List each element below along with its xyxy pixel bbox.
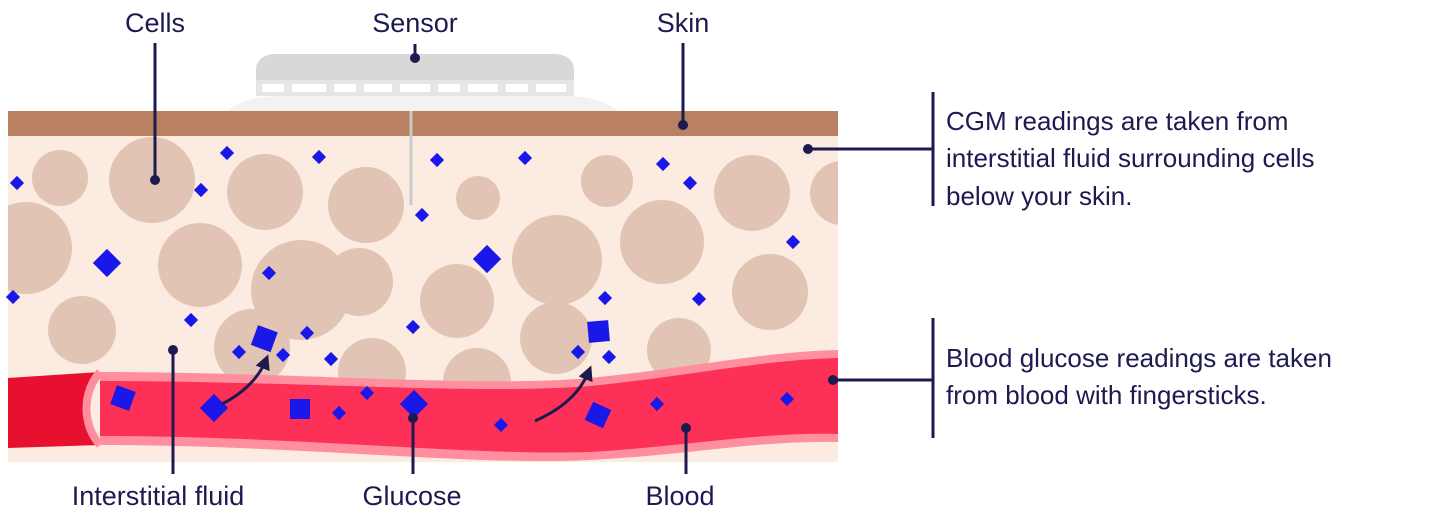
cgm-description-line: CGM readings are taken from (946, 106, 1288, 136)
label-cells: Cells (125, 8, 185, 38)
label-interstitial-fluid: Interstitial fluid (72, 481, 245, 511)
cell (581, 155, 633, 207)
label-blood: Blood (645, 481, 714, 511)
cgm-description-line: below your skin. (946, 181, 1132, 211)
cell (714, 155, 790, 231)
cell (158, 223, 242, 307)
cell (32, 150, 88, 206)
cgm-description: CGM readings are taken from interstitial… (946, 106, 1315, 211)
sensor-base (228, 96, 618, 111)
label-glucose: Glucose (362, 481, 461, 511)
cell (48, 296, 116, 364)
label-skin: Skin (657, 8, 710, 38)
sensor-vents (262, 84, 566, 92)
glucose-icon (587, 320, 610, 343)
label-sensor: Sensor (372, 8, 458, 38)
cell (732, 254, 808, 330)
cell (227, 154, 303, 230)
cgm-description-line: interstitial fluid surrounding cells (946, 143, 1315, 173)
blood-glucose-description-line: Blood glucose readings are taken (946, 343, 1332, 373)
cell (456, 176, 500, 220)
skin-layer (8, 111, 838, 136)
glucose-icon (290, 399, 310, 419)
cell (810, 161, 874, 225)
cell (325, 248, 393, 316)
cell (420, 264, 494, 338)
cell (512, 215, 602, 305)
cell (520, 302, 592, 374)
cell (328, 167, 404, 243)
cell (214, 309, 290, 385)
cell (620, 200, 704, 284)
blood-glucose-description: Blood glucose readings are taken from bl… (946, 343, 1332, 410)
blood-glucose-description-line: from blood with fingersticks. (946, 380, 1267, 410)
